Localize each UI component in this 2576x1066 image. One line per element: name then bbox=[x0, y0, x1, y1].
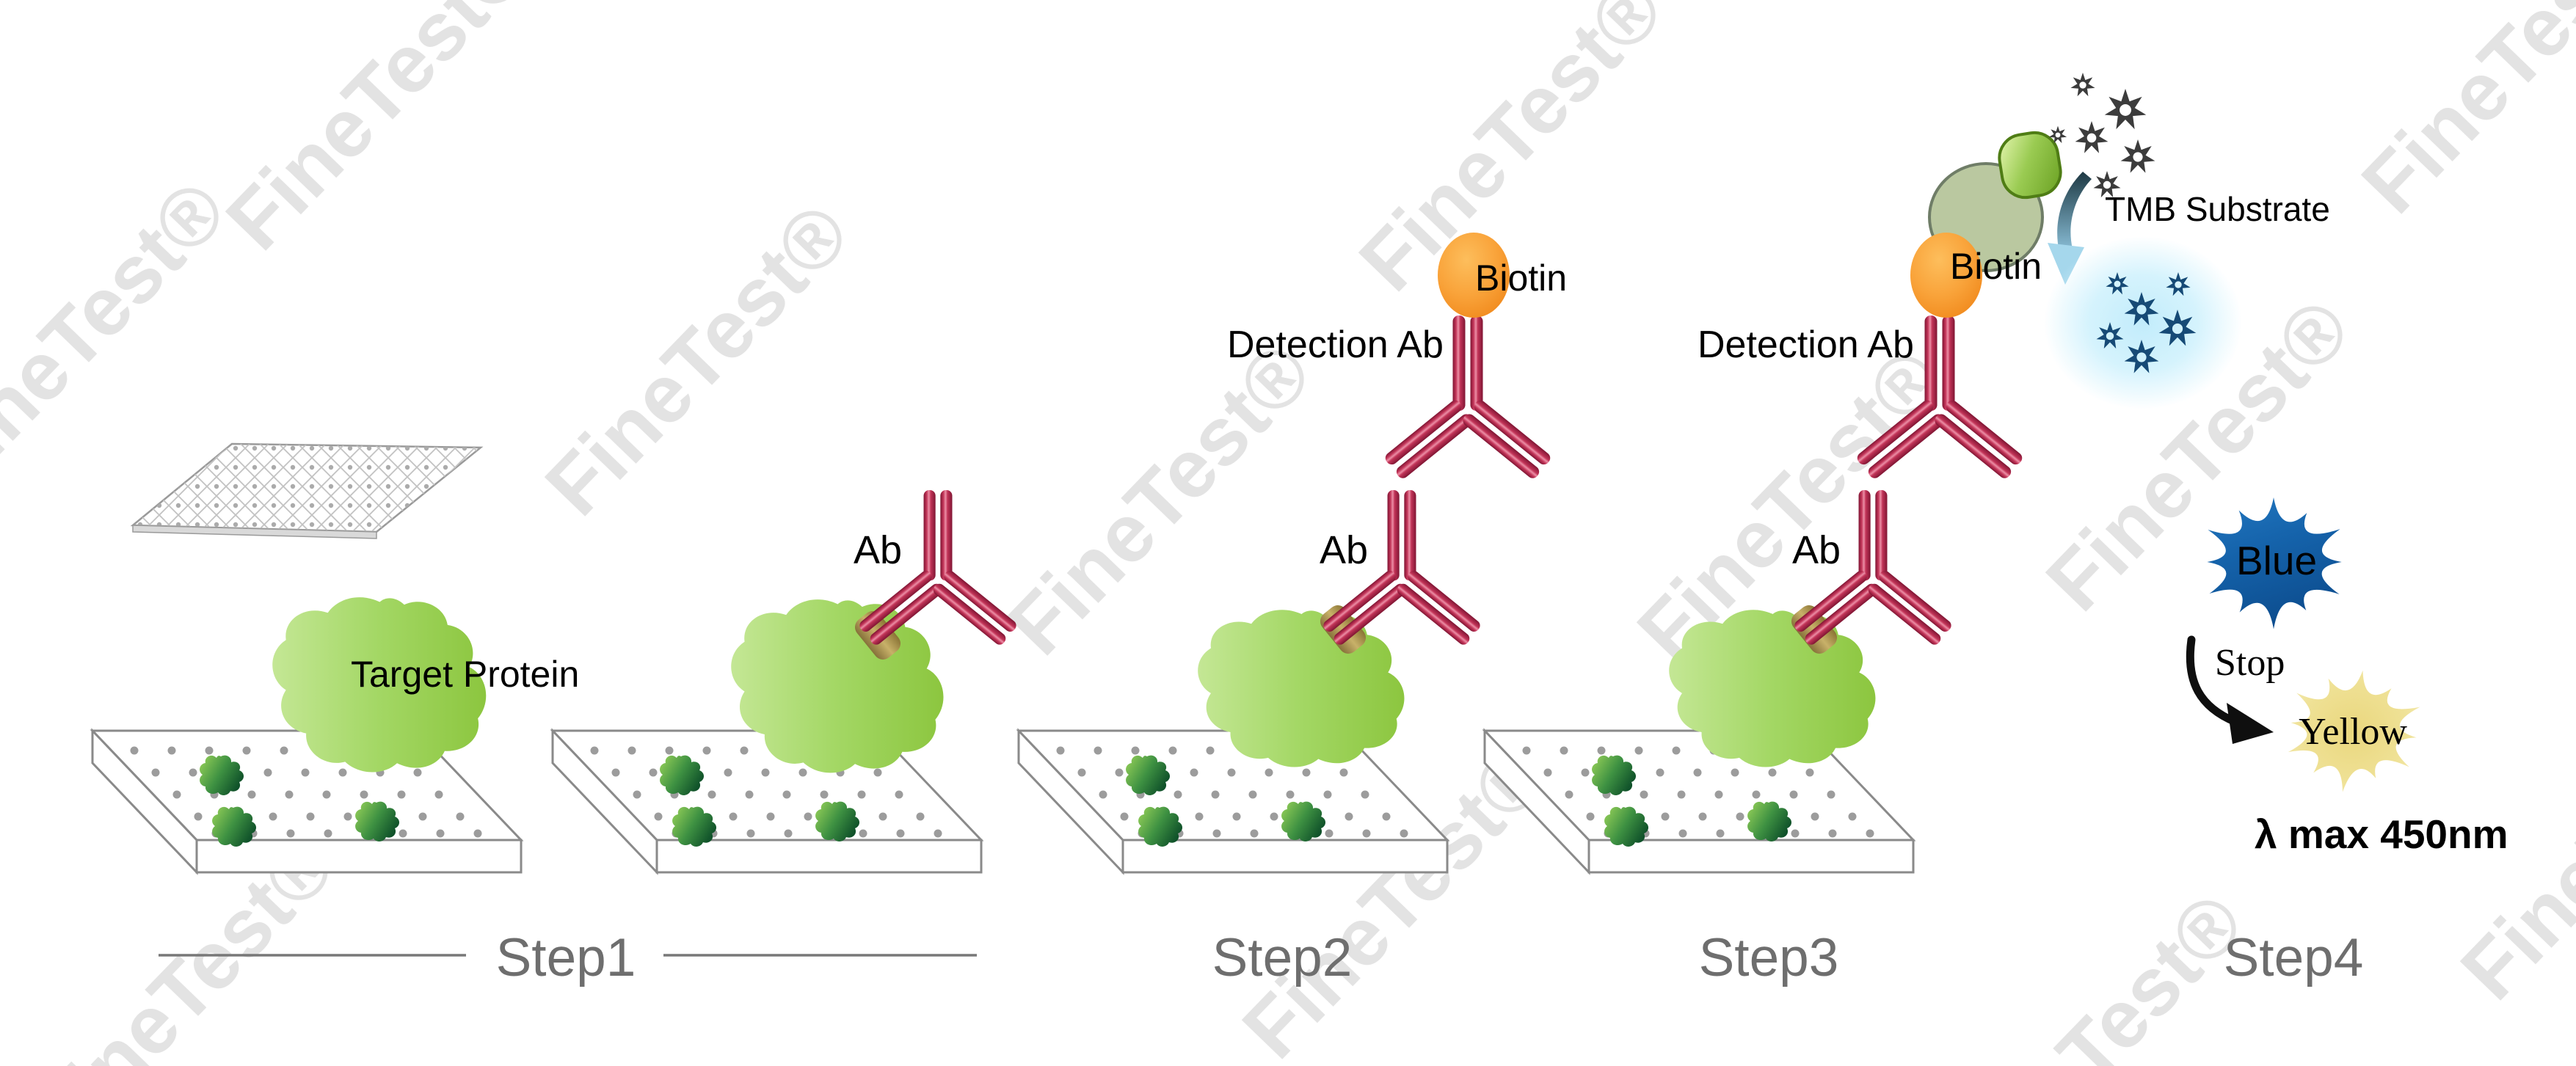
step1-label: Step1 bbox=[496, 928, 636, 987]
panel-step2: Detection Ab Ab Biotin bbox=[1019, 233, 1567, 872]
panel-step1-capture-ab: Ab bbox=[553, 490, 1019, 872]
hrp-enzyme-icon bbox=[1998, 131, 2062, 200]
step3-label: Step3 bbox=[1699, 928, 1839, 987]
stop-label: Stop bbox=[2215, 642, 2285, 684]
biotin-ball-icon bbox=[1438, 233, 1510, 318]
step2-label: Step2 bbox=[1212, 928, 1353, 987]
oxidized-tmb-stars-icon bbox=[2044, 236, 2242, 409]
target-protein-label: Target Protein bbox=[351, 654, 579, 695]
capture-ab-label: Ab bbox=[1792, 528, 1841, 572]
microplate-icon bbox=[553, 731, 981, 872]
panel-step3: TMB Substrate Detection Ab Ab Biotin bbox=[1485, 73, 2330, 872]
yellow-label: Yellow bbox=[2299, 711, 2407, 753]
reaction-arrow-icon bbox=[2048, 172, 2092, 285]
stop-arrow-icon bbox=[2186, 635, 2274, 744]
step4-label: Step4 bbox=[2224, 928, 2364, 987]
tmb-substrate-label: TMB Substrate bbox=[2105, 190, 2330, 228]
tmb-substrate-stars-icon bbox=[2048, 73, 2155, 198]
panel-step4: Blue Stop Yellow λ max 450nm bbox=[2186, 497, 2508, 857]
wavelength-label: λ max 450nm bbox=[2255, 811, 2508, 857]
panel-step1-coating: Target Protein bbox=[92, 442, 579, 872]
capture-ab-label: Ab bbox=[1320, 528, 1368, 572]
capture-ab-label: Ab bbox=[854, 528, 902, 572]
microplate-icon bbox=[1485, 731, 1913, 872]
step-captions: Step1 Step2 Step3 Step4 bbox=[159, 928, 2363, 987]
microplate-mesh-icon bbox=[130, 442, 484, 539]
blue-label: Blue bbox=[2236, 538, 2317, 583]
biotin-label: Biotin bbox=[1475, 258, 1567, 299]
microplate-icon bbox=[1019, 731, 1447, 872]
biotin-ball-icon bbox=[1910, 233, 1982, 318]
detection-ab-label: Detection Ab bbox=[1698, 324, 1914, 366]
microplate-icon bbox=[92, 731, 521, 872]
biotin-label: Biotin bbox=[1950, 246, 2042, 287]
detection-ab-label: Detection Ab bbox=[1227, 324, 1444, 366]
